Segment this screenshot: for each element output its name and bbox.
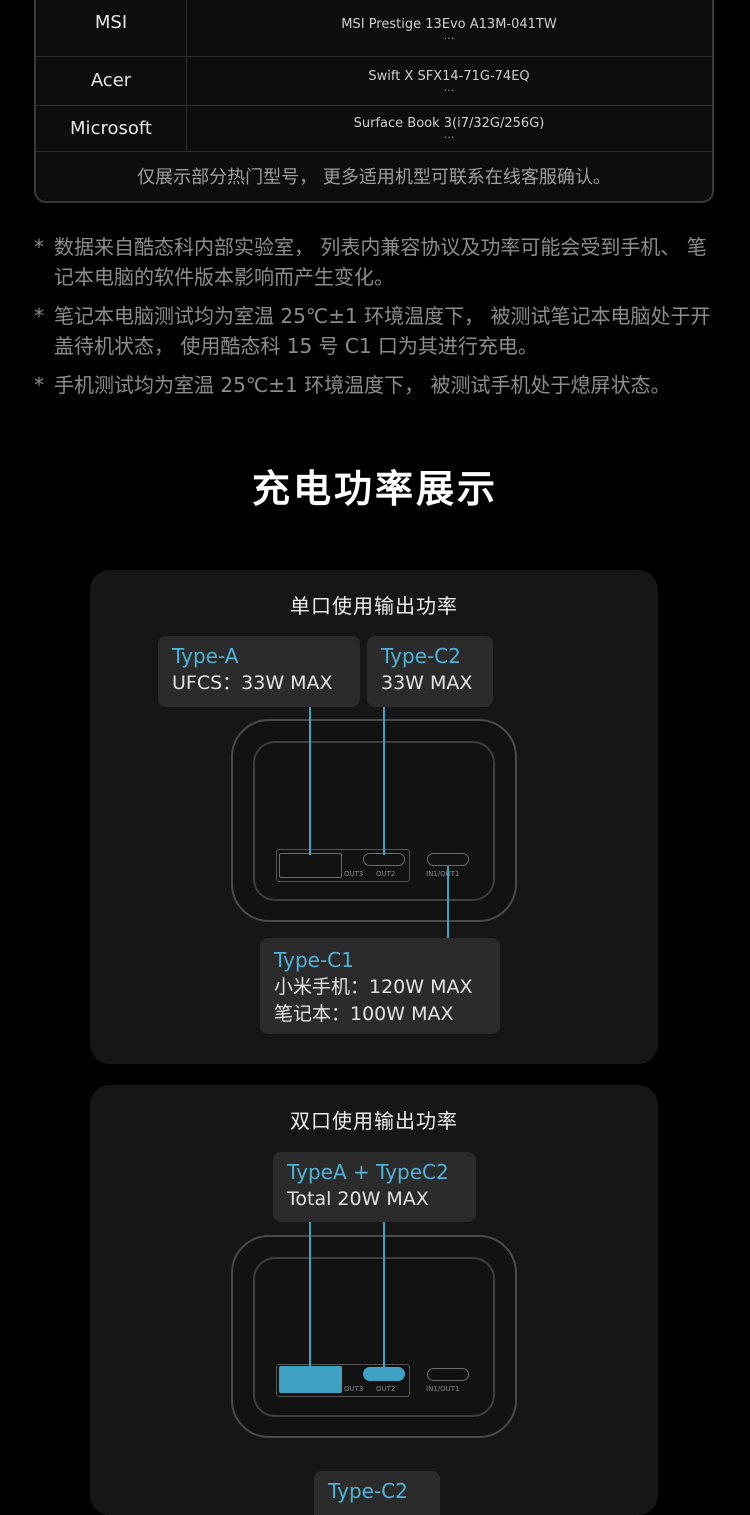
footnote: * 手机测试均为室温 25℃±1 环境温度下， 被测试手机处于熄屏状态。 — [34, 370, 724, 400]
callout-text: 33W MAX — [381, 672, 473, 694]
single-port-panel: 单口使用输出功率 Type-A UFCS：33W MAX Type-C2 33W… — [90, 570, 658, 1064]
brand-cell: Acer — [36, 56, 187, 105]
brand-cell: Microsoft — [36, 105, 187, 151]
port-label: IN1/OUT1 — [426, 870, 460, 878]
leader-line — [447, 866, 449, 938]
callout-text: Total 20W MAX — [287, 1188, 429, 1210]
footnote: * 笔记本电脑测试均为室温 25℃±1 环境温度下， 被测试笔记本电脑处于开盖待… — [34, 301, 724, 361]
footnote-star: * — [34, 304, 44, 328]
port-label: OUT3 — [344, 870, 364, 878]
callout-type-c2: Type-C2 33W MAX — [367, 636, 493, 707]
callout-text: 笔记本：100W MAX — [274, 1003, 454, 1025]
table-row: Acer Swift X SFX14-71G-74EQ … — [36, 56, 712, 106]
usb-a-port — [279, 853, 342, 878]
dual-port-panel: 双口使用输出功率 TypeA + TypeC2 Total 20W MAX OU… — [90, 1085, 658, 1515]
panel-title: 双口使用输出功率 — [290, 1109, 458, 1133]
table-note: 仅展示部分热门型号， 更多适用机型可联系在线客服确认。 — [137, 167, 611, 188]
usb-c1-port — [427, 853, 469, 866]
leader-line — [383, 1222, 385, 1368]
usb-c2-port-active — [363, 1367, 405, 1381]
port-label: OUT3 — [344, 1385, 364, 1393]
callout-title: Type-C2 — [328, 1479, 408, 1503]
footnotes: * 数据来自酷态科内部实验室， 列表内兼容协议及功率可能会受到手机、 笔记本电脑… — [34, 232, 724, 409]
more-ellipsis: … — [443, 29, 455, 42]
power-bank-face — [253, 1257, 495, 1417]
callout-type-a: Type-A UFCS：33W MAX — [158, 636, 360, 707]
model-cell: Swift X SFX14-71G-74EQ … — [186, 56, 712, 105]
footnote-star: * — [34, 373, 44, 397]
usb-c1-port — [427, 1368, 469, 1381]
more-ellipsis: … — [443, 80, 455, 94]
usb-a-port-active — [279, 1366, 342, 1393]
table-row: MSI MSI Prestige 13Evo A13M-041TW … — [36, 0, 712, 57]
leader-line — [383, 707, 385, 855]
port-label: OUT2 — [376, 1385, 396, 1393]
callout-title: TypeA + TypeC2 — [287, 1160, 449, 1184]
callout-type-c2-bottom: Type-C2 — [314, 1471, 440, 1515]
footnote-star: * — [34, 235, 44, 259]
port-label: IN1/OUT1 — [426, 1385, 460, 1393]
leader-line — [309, 707, 311, 855]
section-title: 充电功率展示 — [251, 467, 498, 511]
footnote-text: 笔记本电脑测试均为室温 25℃±1 环境温度下， 被测试笔记本电脑处于开盖待机状… — [54, 304, 711, 358]
model-name: Surface Book 3(i7/32G/256G) — [353, 116, 545, 131]
callout-text: UFCS：33W MAX — [172, 672, 333, 694]
footnote: * 数据来自酷态科内部实验室， 列表内兼容协议及功率可能会受到手机、 笔记本电脑… — [34, 232, 724, 292]
callout-type-c1: Type-C1 小米手机：120W MAX 笔记本：100W MAX — [260, 938, 500, 1034]
footnote-text: 手机测试均为室温 25℃±1 环境温度下， 被测试手机处于熄屏状态。 — [54, 373, 671, 397]
brand-cell: MSI — [36, 0, 187, 56]
port-label: OUT2 — [376, 870, 396, 878]
power-bank-front — [231, 719, 517, 922]
leader-line — [309, 1222, 311, 1368]
callout-title: Type-C2 — [381, 644, 461, 668]
port-group — [276, 1364, 410, 1397]
compat-table: MSI MSI Prestige 13Evo A13M-041TW … Acer… — [34, 0, 714, 203]
model-name: Swift X SFX14-71G-74EQ — [368, 68, 530, 84]
panel-title: 单口使用输出功率 — [290, 594, 458, 618]
port-group — [276, 849, 410, 882]
callout-title: Type-A — [172, 644, 239, 668]
power-bank-front — [231, 1235, 517, 1438]
table-row: Microsoft Surface Book 3(i7/32G/256G) … — [36, 105, 712, 152]
footnote-text: 数据来自酷态科内部实验室， 列表内兼容协议及功率可能会受到手机、 笔记本电脑的软… — [54, 235, 707, 289]
callout-text: 小米手机：120W MAX — [274, 976, 473, 998]
callout-title: Type-C1 — [274, 948, 354, 972]
more-ellipsis: … — [443, 128, 455, 141]
model-name: MSI Prestige 13Evo A13M-041TW — [341, 17, 557, 32]
model-cell: MSI Prestige 13Evo A13M-041TW … — [186, 0, 712, 56]
callout-type-a-c2: TypeA + TypeC2 Total 20W MAX — [273, 1152, 476, 1222]
power-bank-face — [253, 741, 495, 901]
model-cell: Surface Book 3(i7/32G/256G) … — [186, 105, 712, 151]
